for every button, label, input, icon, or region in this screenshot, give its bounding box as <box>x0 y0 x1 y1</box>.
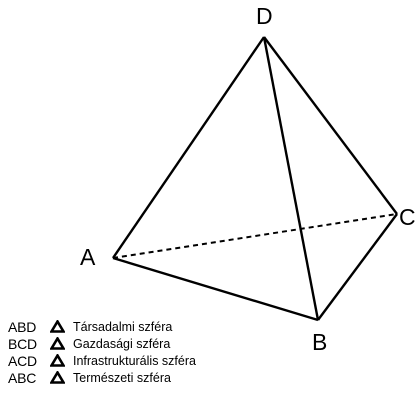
legend: ABD Társadalmi szféra BCD Gazdasági szfé… <box>8 318 308 386</box>
legend-item: ACD Infrastrukturális szféra <box>8 352 308 369</box>
legend-code: BCD <box>8 335 37 352</box>
legend-item: ABC Természeti szféra <box>8 369 308 386</box>
vertex-label-b: B <box>312 329 328 355</box>
triangle-icon <box>50 337 65 350</box>
edge-AB <box>112 256 319 322</box>
legend-label: Társadalmi szféra <box>73 319 173 334</box>
legend-item: BCD Gazdasági szféra <box>8 335 308 352</box>
edge-BC <box>317 213 398 321</box>
triangle-icon <box>50 371 65 384</box>
legend-code: ABD <box>8 318 37 335</box>
legend-label: Gazdasági szféra <box>73 336 171 351</box>
vertex-label-a: A <box>80 244 96 270</box>
edge-AD <box>112 36 265 259</box>
edge-DB <box>262 36 320 321</box>
legend-label: Infrastrukturális szféra <box>73 353 196 368</box>
vertex-label-d: D <box>256 3 273 29</box>
legend-label: Természeti szféra <box>73 370 171 385</box>
triangle-icon <box>50 320 65 333</box>
legend-code: ACD <box>8 352 37 369</box>
legend-item: ABD Társadalmi szféra <box>8 318 308 335</box>
edge-AC-hidden <box>112 213 398 259</box>
legend-code: ABC <box>8 369 37 386</box>
triangle-icon <box>50 354 65 367</box>
edge-DC <box>263 36 398 215</box>
vertex-label-c: C <box>399 204 416 230</box>
